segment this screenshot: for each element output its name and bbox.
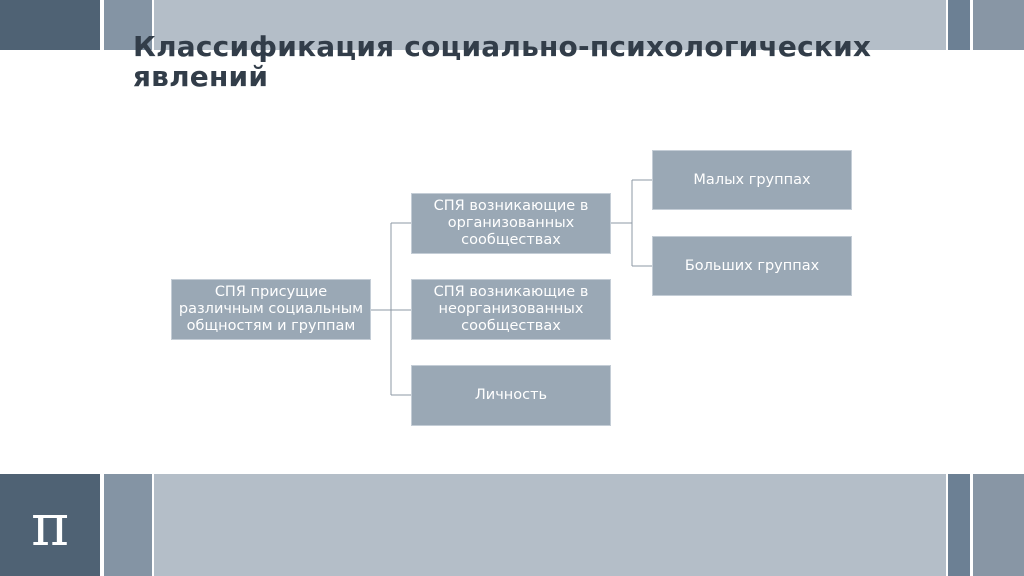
top-band-right [973, 0, 1024, 50]
node-large-groups: Больших группах [652, 236, 852, 296]
slide-title: Классификация социально-психологических … [133, 30, 872, 93]
bottom-band-right [973, 474, 1024, 576]
node-organized-communities: СПЯ возникающие в организованных сообщес… [411, 193, 611, 254]
node-root-social-communities: СПЯ присущие различным социальным общнос… [171, 279, 371, 340]
top-band-accent [948, 0, 970, 50]
bottom-band-mid [104, 474, 152, 576]
node-unorganized-label: СПЯ возникающие в неорганизованных сообщ… [433, 284, 589, 334]
node-large-groups-label: Больших группах [684, 257, 820, 274]
pi-logo-icon: π [30, 491, 70, 559]
node-personality-label: Личность [474, 387, 548, 403]
node-unorganized-communities: СПЯ возникающие в неорганизованных сообщ… [411, 279, 611, 340]
bottom-band-light [154, 474, 946, 576]
top-band-dark [0, 0, 100, 50]
top-band-light [154, 0, 946, 50]
node-small-groups-label: Малых группах [693, 171, 811, 188]
node-root-label: СПЯ присущие различным социальным общнос… [178, 284, 364, 334]
node-personality: Личность [411, 365, 611, 426]
top-band-mid [104, 0, 152, 50]
node-organized-label: СПЯ возникающие в организованных сообщес… [433, 198, 589, 248]
node-small-groups: Малых группах [652, 150, 852, 210]
bottom-band-accent [948, 474, 970, 576]
bottom-band-dark [0, 474, 100, 576]
